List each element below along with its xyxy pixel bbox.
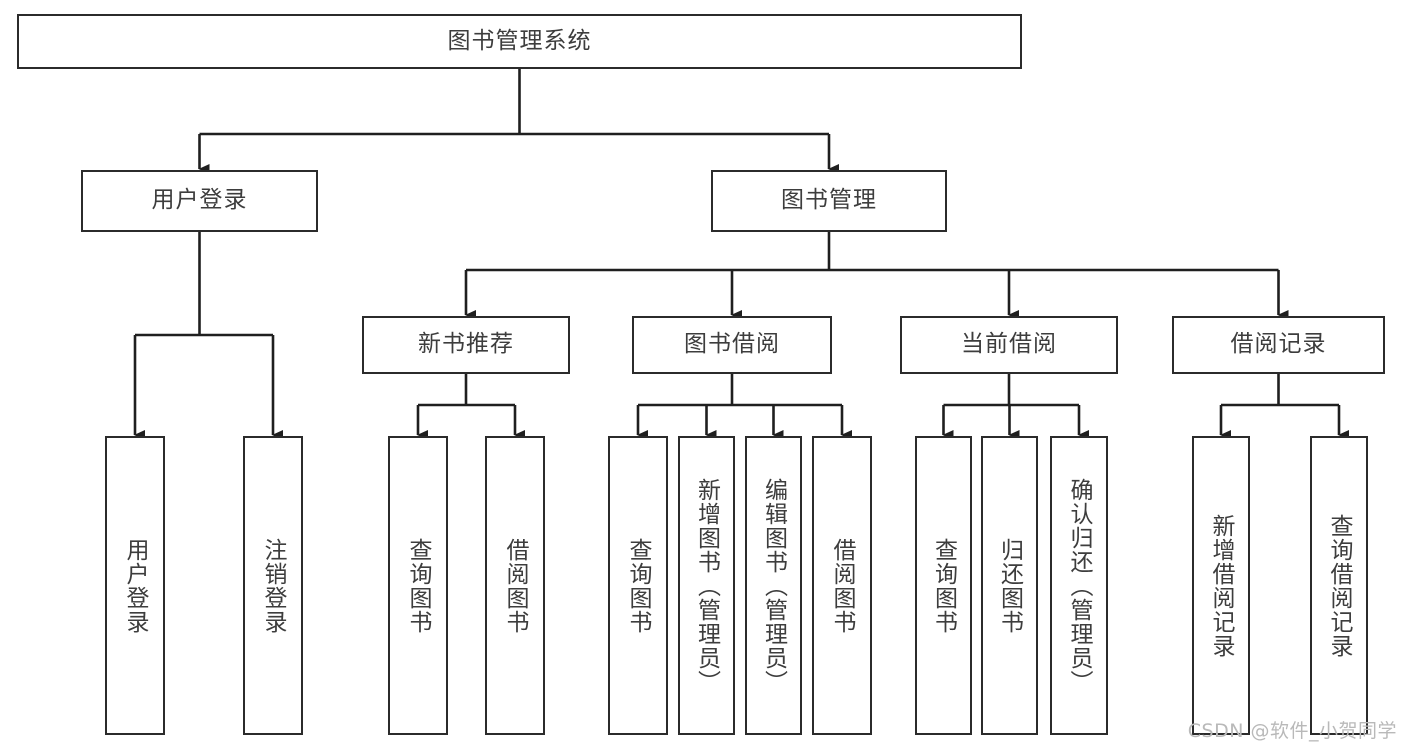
node-label: 借阅记录 <box>1230 331 1327 358</box>
node-bookmgmt[interactable]: 图书管理 <box>711 170 947 232</box>
node-cur-query[interactable]: 查询图书 <box>915 436 972 735</box>
node-new-borrow[interactable]: 借阅图书 <box>485 436 545 735</box>
node-label: 查询图书 <box>930 537 957 634</box>
node-label: 用户登录 <box>122 537 149 634</box>
node-label: 图书管理系统 <box>447 27 592 54</box>
node-label: 新增图书（管理员） <box>693 477 720 694</box>
node-borrow[interactable]: 图书借阅 <box>632 316 832 374</box>
node-label: 查询图书 <box>625 537 652 634</box>
node-cur-confirm[interactable]: 确认归还（管理员） <box>1050 436 1108 735</box>
node-bo-add[interactable]: 新增图书（管理员） <box>678 436 735 735</box>
node-label: 新增借阅记录 <box>1208 513 1235 658</box>
node-label: 图书借阅 <box>684 331 780 358</box>
node-bo-borrow[interactable]: 借阅图书 <box>812 436 872 735</box>
node-bo-query[interactable]: 查询图书 <box>608 436 668 735</box>
node-label: 借阅图书 <box>829 537 856 634</box>
node-label: 确认归还（管理员） <box>1066 477 1093 694</box>
node-root[interactable]: 图书管理系统 <box>17 14 1022 69</box>
node-label: 归还图书 <box>996 537 1023 634</box>
node-label: 查询图书 <box>405 537 432 634</box>
node-label: 编辑图书（管理员） <box>760 477 787 694</box>
node-label: 当前借阅 <box>961 331 1057 358</box>
node-current[interactable]: 当前借阅 <box>900 316 1118 374</box>
node-newbook[interactable]: 新书推荐 <box>362 316 570 374</box>
node-cur-return[interactable]: 归还图书 <box>981 436 1038 735</box>
node-new-query[interactable]: 查询图书 <box>388 436 448 735</box>
node-label: 查询借阅记录 <box>1326 513 1353 658</box>
node-label: 用户登录 <box>151 187 248 214</box>
node-label: 借阅图书 <box>502 537 529 634</box>
node-login-do[interactable]: 用户登录 <box>105 436 165 735</box>
node-label: 图书管理 <box>781 187 877 214</box>
node-login[interactable]: 用户登录 <box>81 170 318 232</box>
node-label: 注销登录 <box>260 537 287 634</box>
node-login-out[interactable]: 注销登录 <box>243 436 303 735</box>
node-rec-add[interactable]: 新增借阅记录 <box>1192 436 1250 735</box>
node-bo-edit[interactable]: 编辑图书（管理员） <box>745 436 802 735</box>
node-rec-query[interactable]: 查询借阅记录 <box>1310 436 1368 735</box>
node-records[interactable]: 借阅记录 <box>1172 316 1385 374</box>
node-label: 新书推荐 <box>418 331 514 358</box>
